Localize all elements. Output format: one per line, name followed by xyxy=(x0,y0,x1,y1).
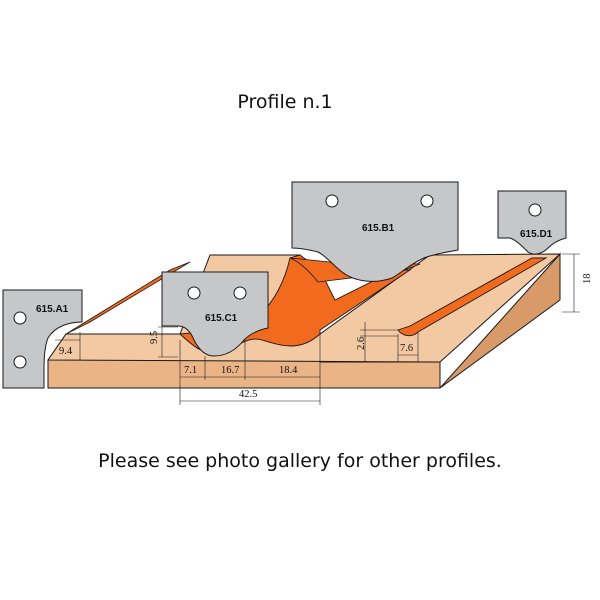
dim-c1-step: 7.1 xyxy=(184,365,197,376)
dim-c1-width: 16.7 xyxy=(221,365,239,376)
knife-a1: 615.A1 xyxy=(2,289,83,389)
dim-d1-depth: 2.6 xyxy=(356,337,367,350)
gallery-note: Please see photo gallery for other profi… xyxy=(98,450,502,472)
dimension-lines xyxy=(55,253,580,405)
knife-d1: 615.D1 xyxy=(497,190,567,255)
knife-b1: 615.B1 xyxy=(291,181,459,282)
block-side-face xyxy=(439,252,561,389)
bolt-hole xyxy=(13,311,27,325)
bolt-hole xyxy=(528,203,542,217)
dim-c1-flat: 18.4 xyxy=(279,365,298,376)
profile-a1 xyxy=(65,261,191,335)
knife-c1-label: 615.C1 xyxy=(205,313,238,324)
knife-b1-label: 615.B1 xyxy=(362,223,395,234)
bolt-hole xyxy=(13,355,27,369)
dim-c1-depth: 9.5 xyxy=(149,331,160,344)
knife-c1: 615.C1 xyxy=(161,271,269,357)
page-title: Profile n.1 xyxy=(237,91,333,113)
dim-c1-total: 42.5 xyxy=(239,389,257,400)
bolt-hole xyxy=(420,194,434,208)
knife-a1-label: 615.A1 xyxy=(36,304,69,315)
knife-d1-label: 615.D1 xyxy=(520,229,553,240)
dim-d1-width: 7.6 xyxy=(400,343,413,354)
bolt-hole xyxy=(187,286,201,300)
bolt-hole xyxy=(233,286,247,300)
bolt-hole xyxy=(325,194,339,208)
dim-thickness: 18 xyxy=(582,274,593,285)
dim-a1-width: 9.4 xyxy=(59,346,73,357)
profile-d1-groove xyxy=(397,257,548,337)
